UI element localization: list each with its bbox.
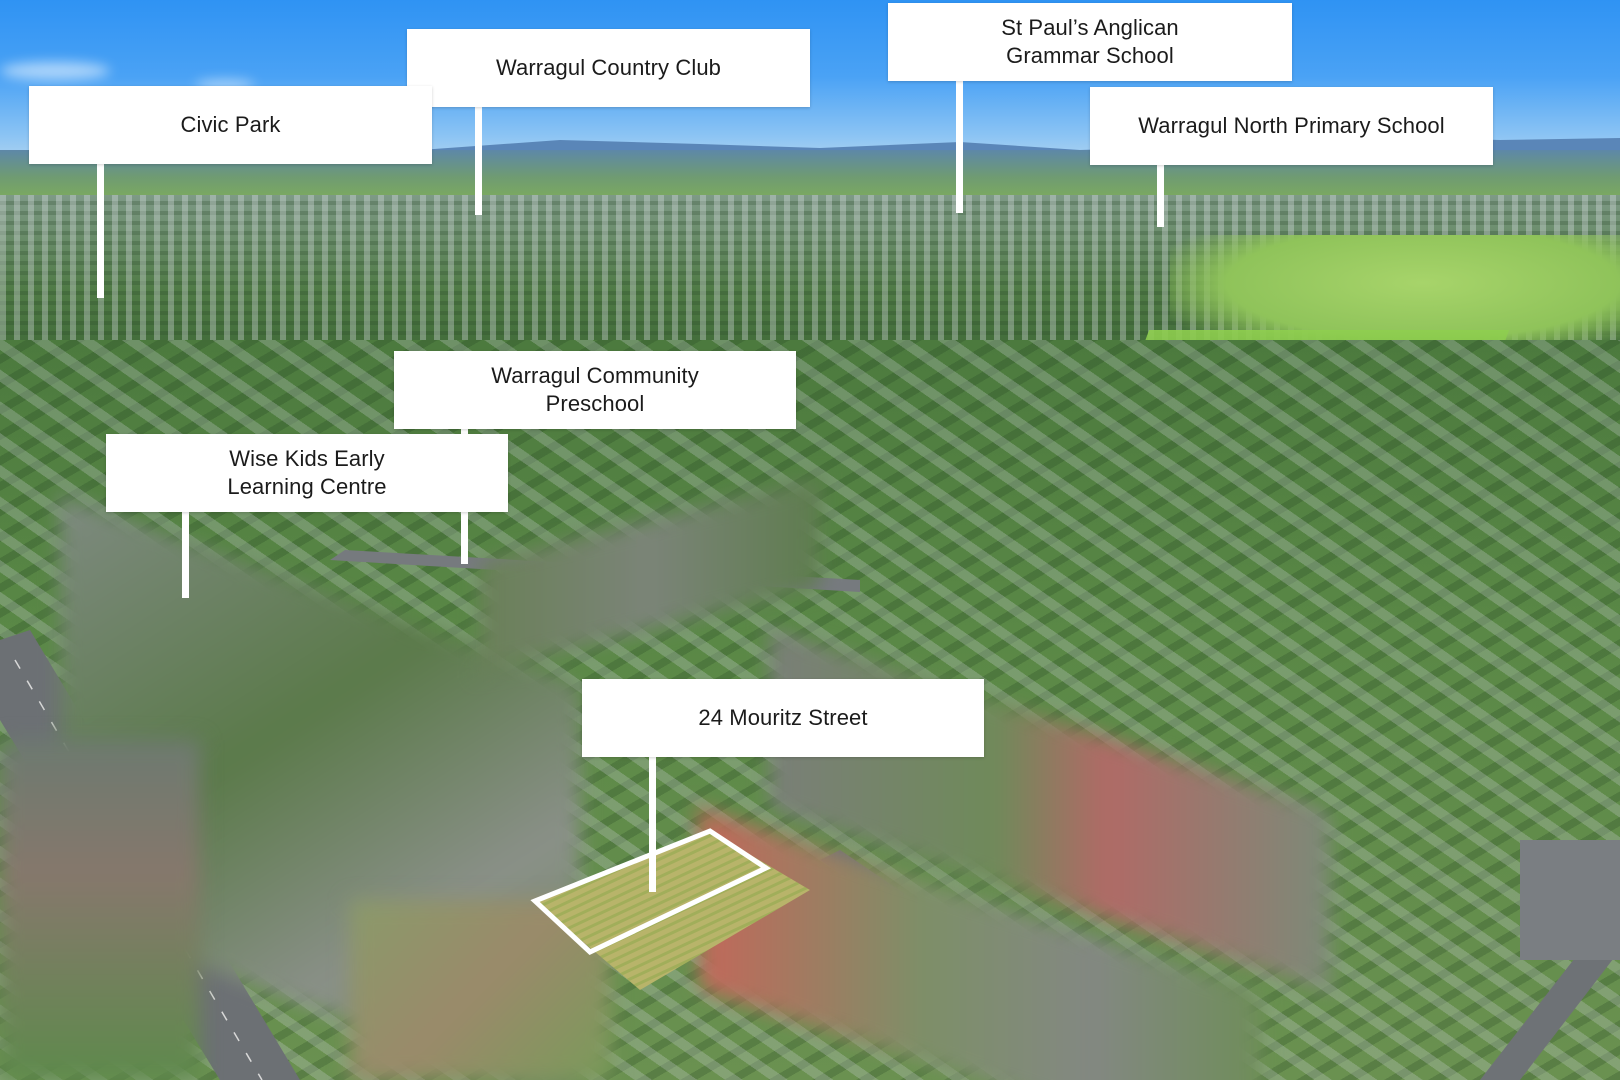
label-warragul-north-primary: Warragul North Primary School <box>1090 87 1493 165</box>
pointer-pole-st-pauls <box>956 80 963 213</box>
pointer-pole-country-club <box>475 106 482 215</box>
label-text-line-2: Learning Centre <box>227 474 387 499</box>
label-wise-kids-early-learning: Wise Kids Early Learning Centre <box>106 434 508 512</box>
label-st-pauls-anglican-grammar: St Paul’s Anglican Grammar School <box>888 3 1292 81</box>
label-text: Civic Park <box>180 112 281 137</box>
label-text-line-1: Wise Kids Early <box>229 446 385 471</box>
blurred-properties <box>350 900 610 1080</box>
cloud <box>0 62 110 80</box>
label-text-line-2: Preschool <box>545 391 645 416</box>
label-civic-park: Civic Park <box>29 86 432 164</box>
pointer-pole-wise-kids <box>182 511 189 598</box>
label-text: Warragul Country Club <box>495 55 722 80</box>
label-subject-property: 24 Mouritz Street <box>582 679 984 757</box>
pointer-pole-civic-park <box>97 163 104 298</box>
label-text: 24 Mouritz Street <box>698 705 868 730</box>
label-warragul-community-preschool: Warragul Community Preschool <box>394 351 796 429</box>
label-text-line-2: Grammar School <box>1006 43 1174 68</box>
blurred-properties <box>0 740 200 1080</box>
pointer-pole-subject <box>649 756 656 892</box>
cloud <box>195 80 255 90</box>
pointer-pole-north-primary <box>1157 164 1164 227</box>
label-warragul-country-club: Warragul Country Club <box>407 29 810 107</box>
label-text: Warragul North Primary School <box>1138 113 1445 138</box>
label-text-line-1: Warragul Community <box>491 363 699 388</box>
label-text-line-1: St Paul’s Anglican <box>1001 15 1179 40</box>
